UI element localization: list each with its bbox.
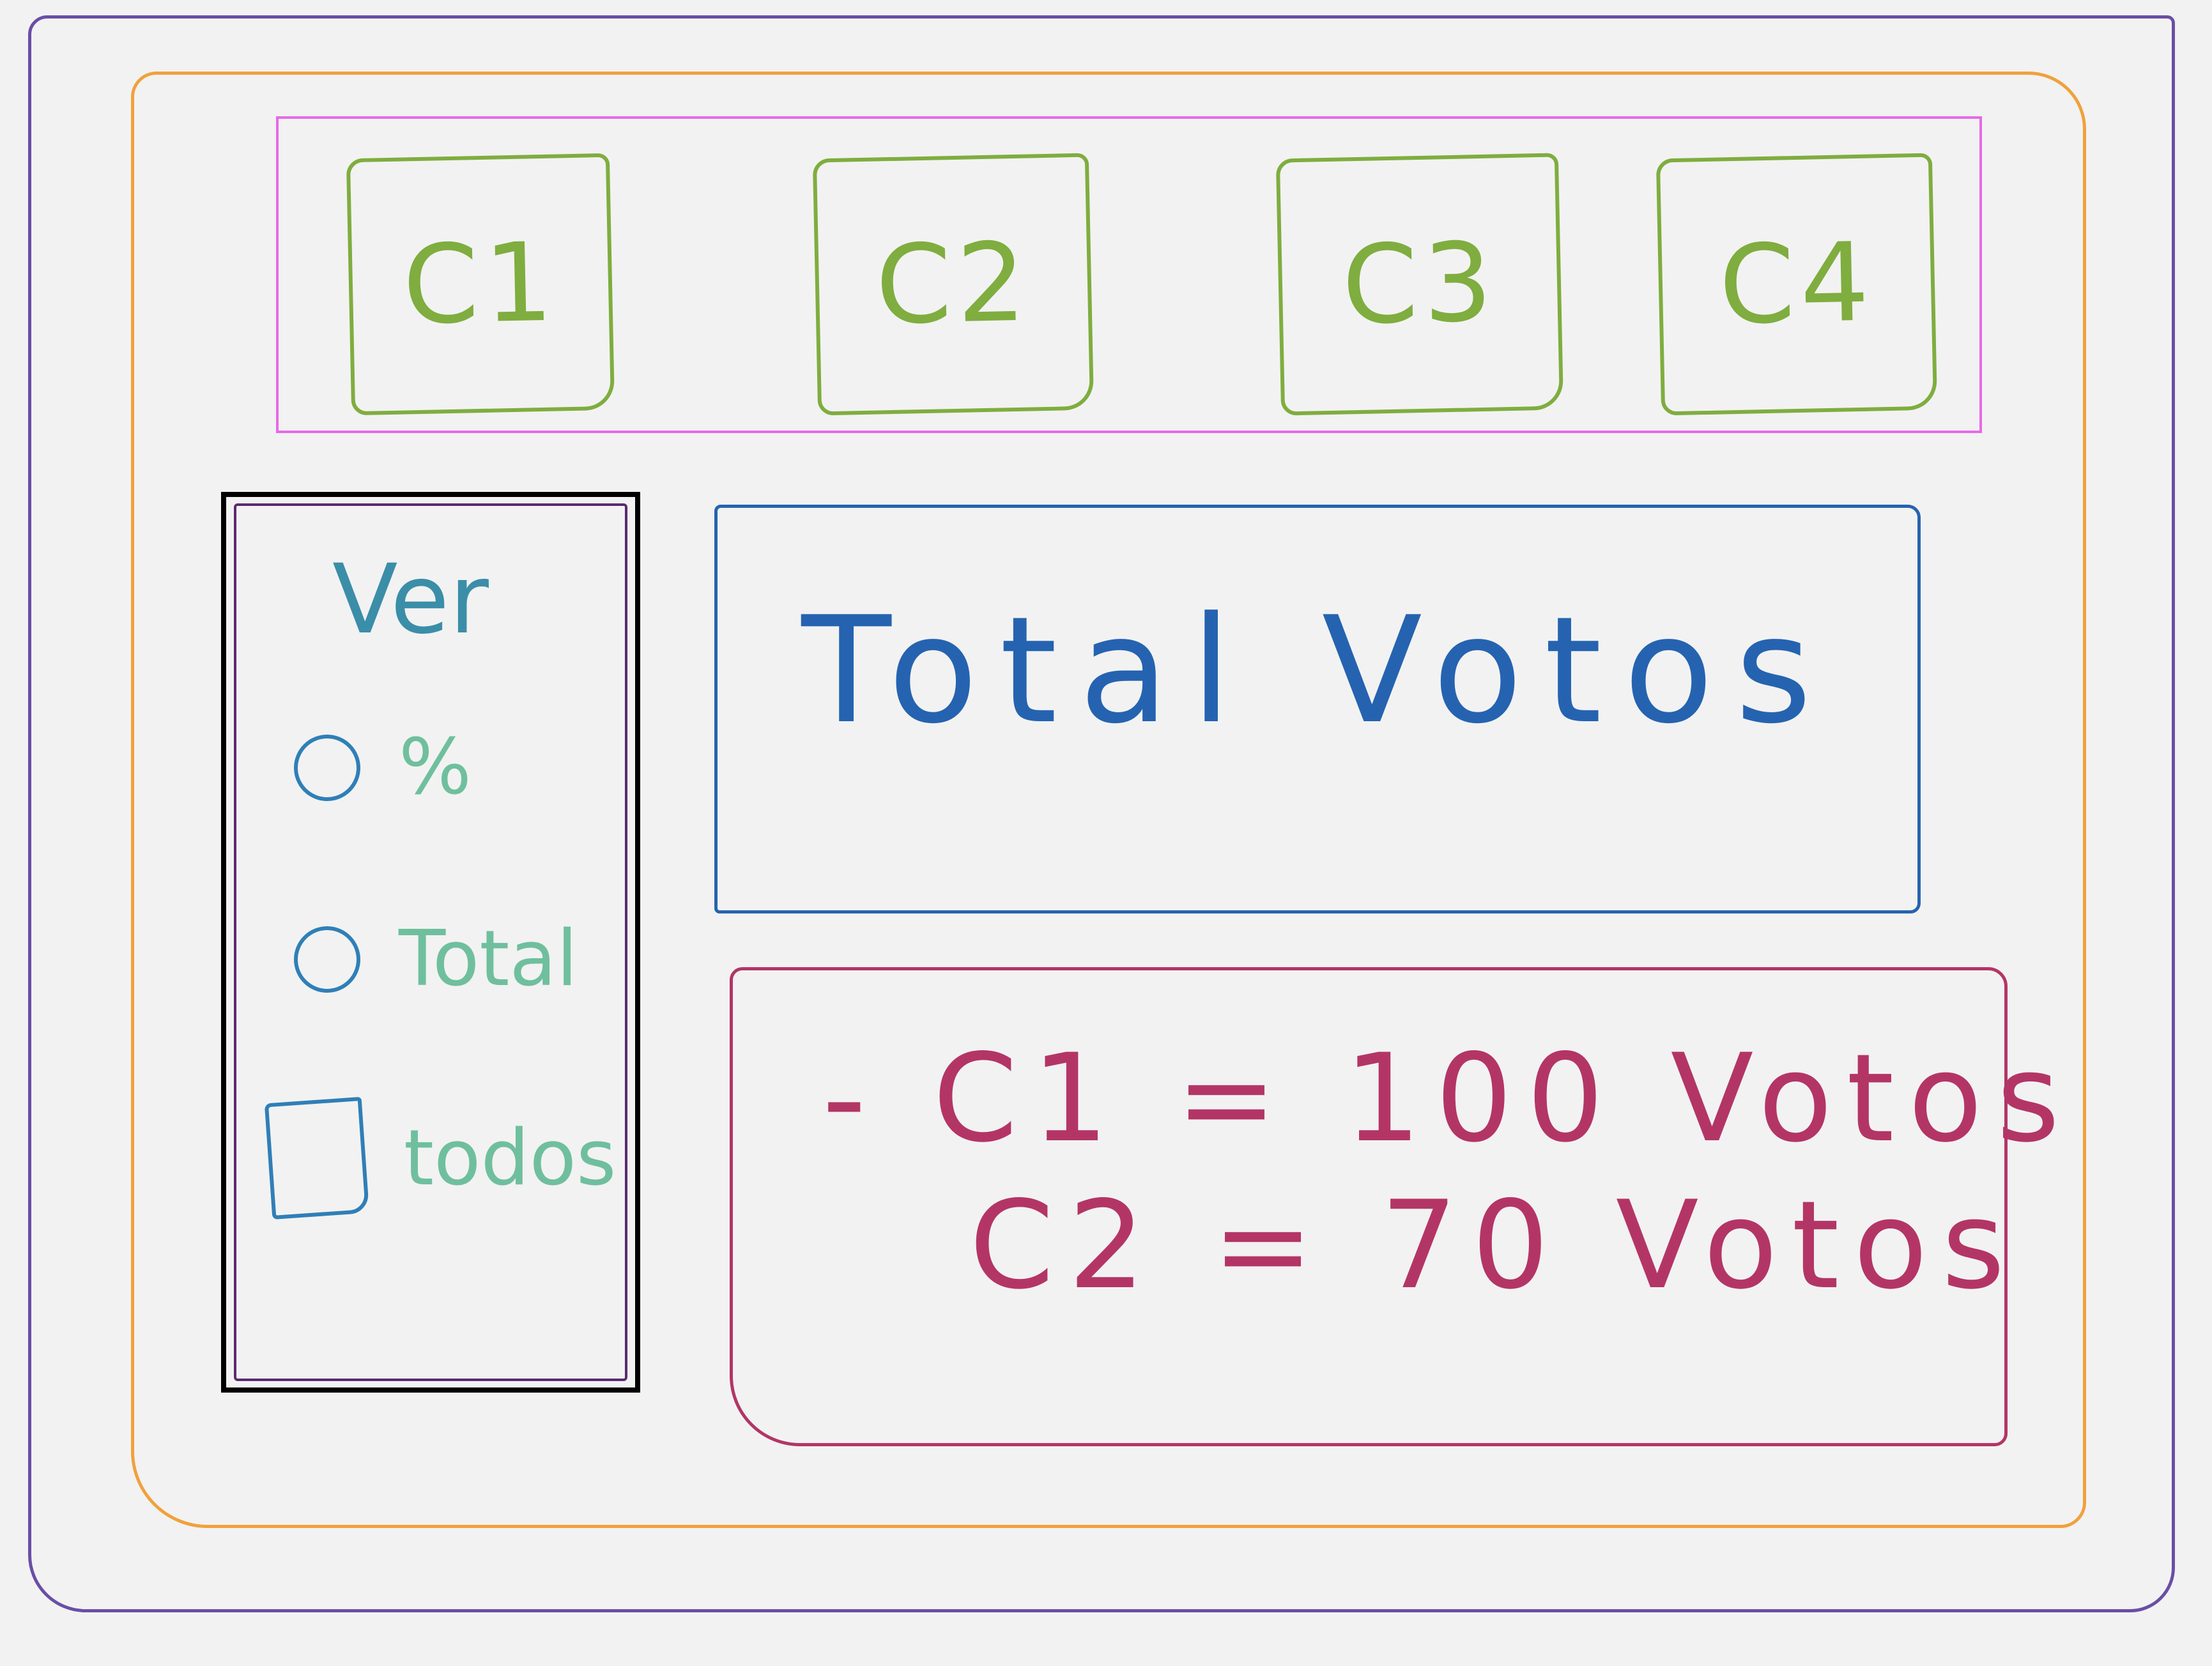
- option-label: %: [399, 723, 472, 812]
- checkbox[interactable]: [264, 1096, 370, 1220]
- option-label: Total: [399, 915, 578, 1004]
- options-panel: Ver % Total todos: [221, 492, 640, 1393]
- candidate-bar: C1 C2 C3 C4: [276, 116, 1982, 433]
- total-votes-box: Total Votos: [714, 505, 1921, 913]
- options-inner-frame: Ver % Total todos: [234, 503, 627, 1381]
- option-label: todos: [404, 1113, 617, 1203]
- options-title: Ver: [332, 544, 489, 655]
- results-box: - C1 = 100 Votos C2 = 70 Votos: [730, 967, 2060, 1446]
- radio-button[interactable]: [294, 926, 360, 993]
- option-todos[interactable]: todos: [264, 1096, 617, 1220]
- option-percent[interactable]: %: [294, 723, 472, 812]
- candidate-label: C3: [1340, 219, 1499, 349]
- outer-frame: [28, 15, 2175, 1612]
- total-votes-title: Total Votos: [801, 585, 1834, 756]
- candidate-card-c2[interactable]: C2: [812, 153, 1094, 416]
- option-total[interactable]: Total: [294, 915, 578, 1004]
- result-item: C2 = 70 Votos: [969, 1175, 2019, 1316]
- candidate-label: C2: [874, 219, 1033, 349]
- inner-frame: [131, 72, 2086, 1528]
- radio-button[interactable]: [294, 734, 360, 801]
- candidate-label: C4: [1717, 219, 1876, 349]
- result-item: - C1 = 100 Votos: [822, 1028, 2074, 1169]
- candidate-card-c4[interactable]: C4: [1655, 153, 1938, 416]
- candidate-card-c3[interactable]: C3: [1275, 153, 1564, 416]
- candidate-label: C1: [401, 219, 560, 349]
- candidate-card-c1[interactable]: C1: [346, 153, 615, 416]
